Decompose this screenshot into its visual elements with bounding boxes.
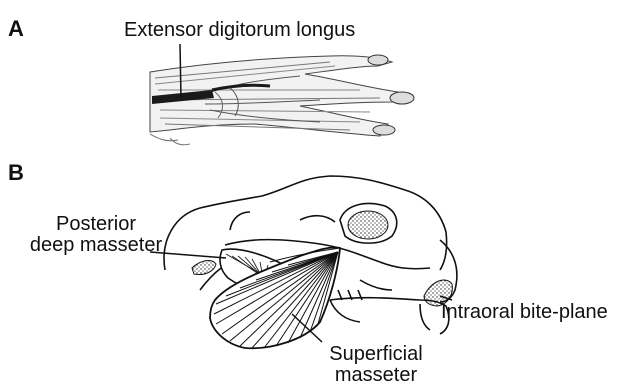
label-sm-line1: Superficial — [312, 344, 440, 365]
label-posterior-deep-masseter: Posterior deep masseter — [26, 214, 166, 256]
label-pdm-line1: Posterior — [26, 214, 166, 235]
label-extensor-digitorum-longus: Extensor digitorum longus — [124, 20, 355, 41]
panel-b-letter: B — [8, 162, 24, 184]
label-intraoral-bite-plane: Intraoral bite-plane — [441, 302, 608, 323]
label-sm-line2: masseter — [312, 365, 440, 384]
label-pdm-line2: deep masseter — [26, 235, 166, 256]
label-superficial-masseter: Superficial masseter — [312, 344, 440, 384]
orbit-stipple — [348, 211, 388, 239]
panel-a-letter: A — [8, 18, 24, 40]
